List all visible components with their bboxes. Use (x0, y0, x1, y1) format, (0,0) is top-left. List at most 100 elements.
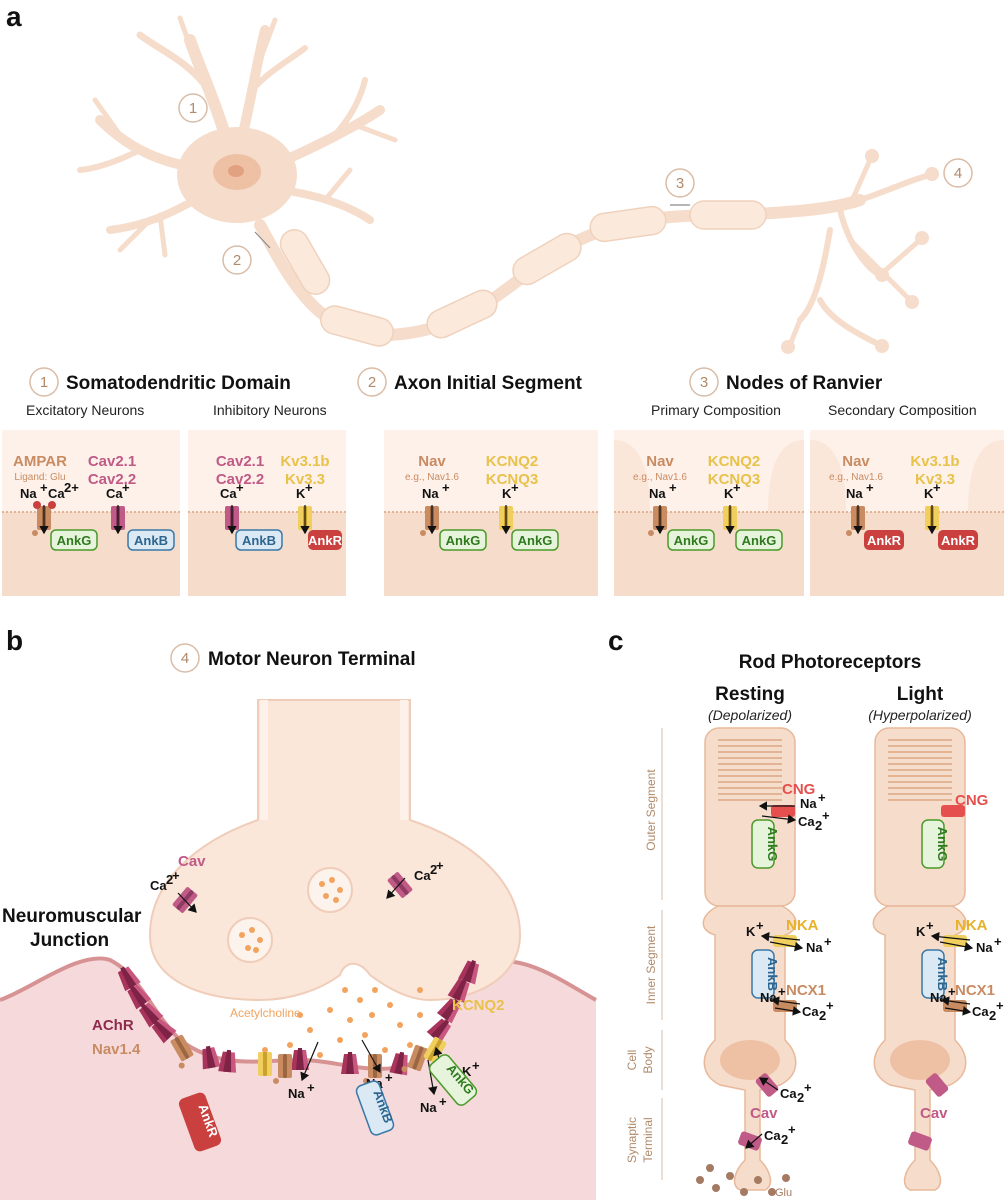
svg-text:Terminal: Terminal (641, 1117, 655, 1162)
svg-text:+: + (948, 984, 956, 999)
svg-text:Nodes of Ranvier: Nodes of Ranvier (726, 373, 883, 394)
svg-text:e.g., Nav1.6: e.g., Nav1.6 (829, 472, 883, 483)
svg-text:Cav2.1: Cav2.1 (216, 453, 264, 470)
svg-text:Na: Na (649, 486, 666, 501)
cav-label-resting: Cav (750, 1105, 778, 1122)
ranvier-heading: 3 Nodes of Ranvier Primary Composition S… (651, 367, 977, 418)
svg-text:Ca: Ca (780, 1086, 797, 1101)
svg-text:AnkG: AnkG (674, 533, 709, 548)
resting-sub: (Depolarized) (708, 707, 792, 723)
marker-2: 2 (222, 245, 252, 275)
achr-label: AChR (92, 1017, 134, 1034)
svg-text:K: K (296, 486, 306, 501)
ais-heading: 2 Axon Initial Segment (357, 367, 583, 397)
svg-text:4: 4 (954, 165, 962, 182)
marker-4: 4 (943, 158, 973, 188)
svg-text:Ca: Ca (106, 486, 123, 501)
svg-text:+: + (439, 1094, 447, 1109)
box-primary: Nav e.g., Nav1.6 KCNQ2 KCNQ3 Na+ K+ AnkG… (614, 430, 804, 596)
svg-text:AMPAR: AMPAR (13, 453, 67, 470)
svg-text:AnkB: AnkB (935, 957, 950, 991)
svg-text:AnkG: AnkG (742, 533, 777, 548)
ankb-box-b: AnkB (355, 1080, 396, 1136)
svg-text:Nav: Nav (646, 453, 674, 470)
svg-text:2: 2 (368, 374, 376, 391)
svg-text:KCNQ3: KCNQ3 (708, 471, 761, 488)
rod-arrows-resting (745, 801, 804, 1149)
panel-c-letter: c (608, 625, 624, 656)
svg-text:AnkG: AnkG (765, 827, 780, 862)
ncx1-label-light: NCX1 (955, 982, 995, 999)
svg-text:Axon Initial Segment: Axon Initial Segment (394, 373, 583, 394)
svg-text:Cell: Cell (625, 1050, 639, 1071)
svg-text:+: + (818, 790, 826, 805)
svg-text:+: + (436, 858, 444, 873)
svg-text:2: 2 (781, 1132, 788, 1147)
panel-b-letter: b (6, 625, 23, 656)
svg-text:Primary Composition: Primary Composition (651, 402, 781, 418)
light-label: Light (897, 684, 944, 705)
svg-text:1: 1 (40, 374, 48, 391)
ca-ion-left: Ca (150, 878, 167, 893)
svg-text:AnkB: AnkB (242, 533, 276, 548)
svg-text:Ca: Ca (972, 1004, 989, 1019)
panel-b-arrows (177, 877, 446, 1096)
cav-label: Cav (178, 853, 206, 870)
svg-text:K: K (502, 486, 512, 501)
svg-text:Somatodendritic Domain: Somatodendritic Domain (66, 373, 291, 394)
segment-labels: Outer Segment Inner Segment Cell Body Sy… (625, 728, 663, 1180)
svg-text:Na: Na (760, 990, 777, 1005)
svg-text:Kv3.3: Kv3.3 (285, 471, 325, 488)
svg-text:Na: Na (846, 486, 863, 501)
svg-text:AnkR: AnkR (308, 533, 343, 548)
box-inhibitory: Cav2.1 Cav2.2 Kv3.1b Kv3.3 Ca+ K+ AnkB A… (188, 430, 346, 596)
svg-text:AnkG: AnkG (57, 533, 92, 548)
svg-text:K: K (916, 924, 926, 939)
svg-text:+: + (511, 480, 519, 495)
svg-text:3: 3 (700, 374, 708, 391)
svg-text:+: + (172, 868, 180, 883)
svg-text:Ca: Ca (220, 486, 237, 501)
svg-text:Body: Body (641, 1046, 655, 1073)
svg-text:4: 4 (181, 650, 189, 667)
svg-text:Nav: Nav (842, 453, 870, 470)
rod-ankg-light: AnkG (921, 819, 950, 869)
svg-text:+: + (669, 480, 677, 495)
svg-text:Na: Na (800, 796, 817, 811)
glutamate-dots (696, 1164, 790, 1196)
svg-text:2+: 2+ (64, 480, 79, 495)
svg-text:+: + (824, 934, 832, 949)
svg-text:Synaptic: Synaptic (625, 1117, 639, 1163)
cng-label-light: CNG (955, 792, 988, 809)
svg-text:+: + (866, 480, 874, 495)
svg-text:AnkR: AnkR (867, 533, 902, 548)
svg-text:KCNQ3: KCNQ3 (486, 471, 539, 488)
svg-text:Na: Na (806, 940, 823, 955)
svg-text:+: + (385, 1070, 393, 1085)
svg-text:2: 2 (430, 862, 437, 877)
nmj-label-1: Neuromuscular (2, 906, 142, 927)
svg-text:+: + (778, 984, 786, 999)
svg-text:Cav2.2: Cav2.2 (88, 471, 136, 488)
svg-text:Cav2.2: Cav2.2 (216, 471, 264, 488)
nmj-label-2: Junction (30, 930, 109, 951)
svg-text:+: + (305, 480, 313, 495)
neuron-illustration (77, 15, 939, 354)
light-sub: (Hyperpolarized) (868, 707, 971, 723)
svg-text:Cav2.1: Cav2.1 (88, 453, 136, 470)
svg-text:Kv3.3: Kv3.3 (915, 471, 955, 488)
svg-text:Kv3.1b: Kv3.1b (910, 453, 959, 470)
acetylcholine-dots (262, 987, 443, 1058)
svg-text:K: K (746, 924, 756, 939)
rod-ankg-resting: AnkG (751, 819, 780, 869)
rod-arrows-light (930, 931, 974, 1016)
ca-ion-right: Ca (414, 868, 431, 883)
svg-text:KCNQ2: KCNQ2 (708, 453, 761, 470)
presynaptic-terminal (148, 699, 522, 1002)
svg-text:Inner Segment: Inner Segment (644, 925, 658, 1004)
svg-text:Na: Na (976, 940, 993, 955)
svg-text:K: K (924, 486, 934, 501)
svg-text:+: + (122, 480, 130, 495)
kcnq2-label: KCNQ2 (452, 997, 505, 1014)
